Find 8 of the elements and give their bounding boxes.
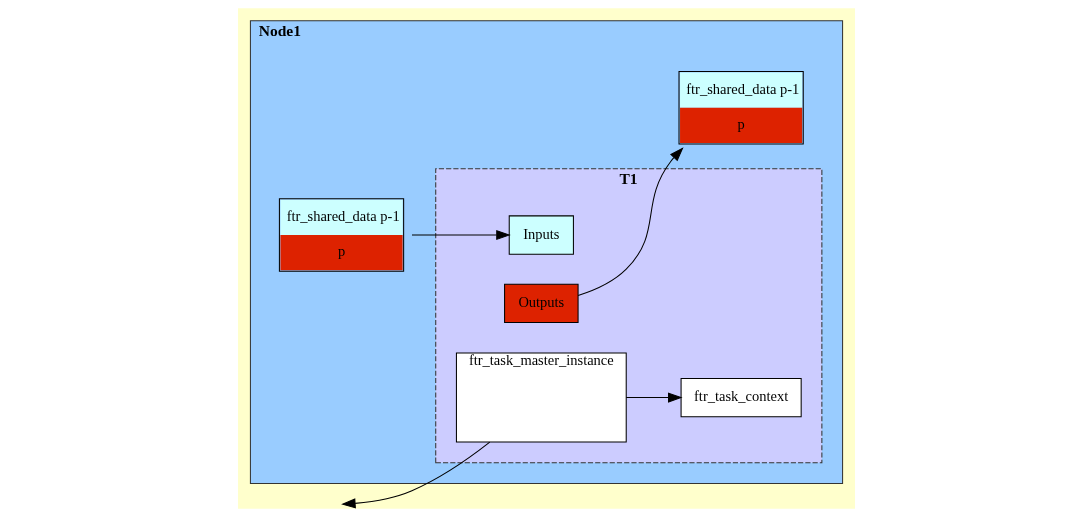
arrow [410, 229, 511, 241]
arrow [340, 441, 490, 509]
node-box: Outputs [503, 283, 579, 323]
node-box: ftr_task_master_instance [455, 352, 627, 443]
arrow [577, 147, 684, 297]
node-box: Inputs [508, 215, 574, 255]
arrow [625, 392, 683, 403]
node-box: ftr_task_context [680, 377, 802, 418]
